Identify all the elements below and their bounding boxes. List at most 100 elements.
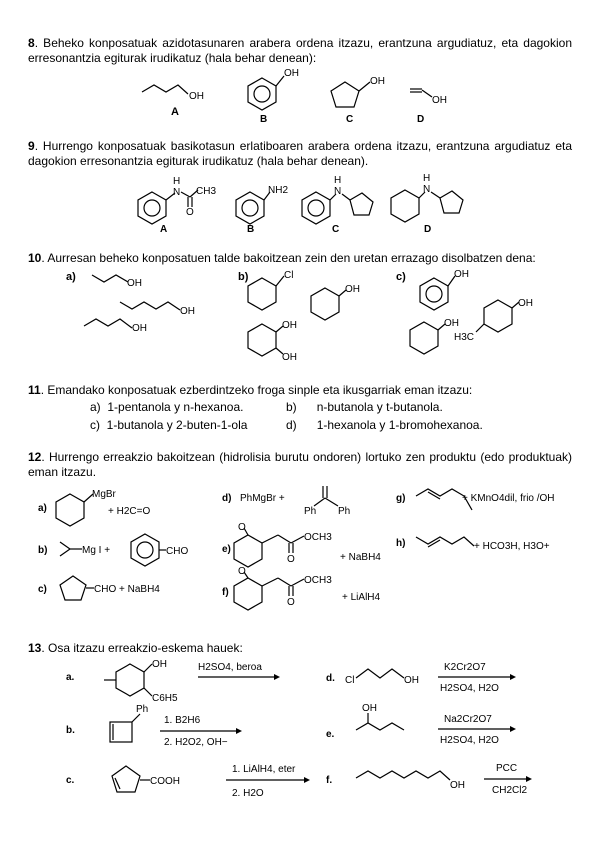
svg-text:N: N	[423, 184, 430, 195]
svg-text:K2Cr2O7: K2Cr2O7	[444, 662, 486, 673]
svg-text:e): e)	[222, 544, 231, 555]
svg-text:H2SO4, beroa: H2SO4, beroa	[198, 662, 262, 673]
svg-text:OCH3: OCH3	[304, 532, 332, 543]
svg-text:OH: OH	[444, 318, 459, 329]
question-9: 9. Hurrengo konposatuak basikotasun erla…	[28, 139, 572, 169]
oh-label: OH	[284, 68, 299, 79]
svg-text:H: H	[334, 175, 341, 186]
question-13-number: 13	[28, 641, 42, 655]
svg-text:+ H2C=O: + H2C=O	[108, 506, 150, 517]
svg-text:+ KMnO4dil, frio /OH: + KMnO4dil, frio /OH	[462, 493, 555, 504]
svg-text:CHO: CHO	[166, 546, 188, 557]
question-11: 11. Emandako konposatuak ezberdintzeko f…	[28, 383, 572, 398]
svg-text:C6H5: C6H5	[152, 693, 178, 704]
svg-text:NH2: NH2	[268, 185, 288, 196]
question-11-text: . Emandako konposatuak ezberdintzeko fro…	[40, 383, 473, 397]
svg-text:Mg I +: Mg I +	[82, 545, 110, 556]
svg-text:Ph: Ph	[338, 506, 350, 517]
structure-12c	[59, 575, 87, 601]
svg-text:Cl: Cl	[284, 270, 293, 281]
svg-text:d.: d.	[326, 673, 335, 684]
structure-10c-2	[483, 299, 513, 333]
label-8c: C	[346, 114, 353, 125]
svg-text:O: O	[287, 554, 295, 565]
question-10-text: . Aurresan beheko konposatuen talde bako…	[41, 251, 536, 265]
label-9c: C	[332, 224, 339, 235]
label-9a: A	[160, 224, 167, 235]
question-8-text: . Beheko konposatuak azidotasunaren arab…	[28, 36, 572, 65]
label-9b: B	[247, 224, 254, 235]
svg-text:Cl: Cl	[345, 675, 354, 686]
label-8d: D	[417, 114, 424, 125]
svg-text:OCH3: OCH3	[304, 575, 332, 586]
label-8a: A	[171, 106, 179, 118]
item-11a: a) 1-pentanola y n-hexanoa.	[90, 400, 244, 414]
svg-text:COOH: COOH	[150, 776, 180, 787]
svg-text:+ HCO3H, H3O+: + HCO3H, H3O+	[474, 541, 550, 552]
structure-13d	[355, 668, 405, 679]
structure-13c	[111, 765, 141, 793]
svg-text:OH: OH	[345, 284, 360, 295]
svg-text:c.: c.	[66, 775, 75, 786]
structure-10a-1	[91, 274, 129, 283]
structure-13a	[115, 663, 145, 697]
svg-text:1. LiAlH4, eter: 1. LiAlH4, eter	[232, 764, 296, 775]
structure-8c	[330, 81, 360, 108]
svg-text:b): b)	[238, 271, 249, 283]
svg-text:f.: f.	[326, 775, 332, 786]
svg-text:c): c)	[396, 271, 406, 283]
question-9-text: . Hurrengo konposatuak basikotasun erlat…	[28, 139, 572, 168]
structure-13f	[355, 770, 451, 781]
question-11-number: 11	[28, 383, 41, 397]
structure-12g	[415, 488, 473, 511]
svg-text:O: O	[287, 597, 295, 608]
item-11c: c) 1-butanola y 2-buten-1-ola	[90, 418, 248, 432]
label-8b: B	[260, 114, 267, 125]
svg-text:PCC: PCC	[496, 763, 517, 774]
svg-text:OH: OH	[180, 306, 195, 317]
aromatic-ring	[253, 85, 271, 103]
svg-text:h): h)	[396, 538, 405, 549]
svg-text:OH: OH	[362, 703, 377, 714]
svg-text:2. H2O: 2. H2O	[232, 788, 264, 799]
svg-text:b.: b.	[66, 725, 75, 736]
question-12-text: . Hurrengo erreakzio bakoitzean (hidroli…	[28, 450, 572, 479]
question-8-number: 8	[28, 36, 35, 50]
structure-13e	[355, 722, 405, 731]
svg-text:+ LiAlH4: + LiAlH4	[342, 592, 381, 603]
question-13: 13. Osa itzazu erreakzio-eskema hauek:	[28, 641, 572, 656]
svg-text:OH: OH	[127, 278, 142, 289]
svg-text:f): f)	[222, 587, 229, 598]
item-11d: d) 1-hexanola y 1-bromohexanoa.	[286, 418, 483, 432]
svg-text:a): a)	[66, 271, 76, 283]
label-9d: D	[424, 224, 431, 235]
svg-text:Na2Cr2O7: Na2Cr2O7	[444, 714, 492, 725]
svg-text:e.: e.	[326, 729, 335, 740]
svg-text:O: O	[238, 522, 246, 533]
svg-text:b): b)	[38, 545, 47, 556]
svg-text:H: H	[423, 173, 430, 184]
svg-text:OH: OH	[152, 659, 167, 670]
svg-text:2. H2O2, OH−: 2. H2O2, OH−	[164, 737, 228, 748]
svg-text:N: N	[334, 186, 341, 197]
svg-text:a.: a.	[66, 672, 75, 683]
svg-text:OH: OH	[454, 269, 469, 280]
question-12: 12. Hurrengo erreakzio bakoitzean (hidro…	[28, 450, 572, 480]
oh-label: OH	[189, 91, 204, 102]
svg-text:OH: OH	[404, 675, 419, 686]
svg-text:Ph: Ph	[304, 506, 316, 517]
svg-text:a): a)	[38, 503, 47, 514]
svg-text:N: N	[173, 187, 180, 198]
svg-text:OH: OH	[282, 320, 297, 331]
svg-text:PhMgBr +: PhMgBr +	[240, 493, 285, 504]
svg-text:H: H	[173, 176, 180, 187]
question-13-text: . Osa itzazu erreakzio-eskema hauek:	[41, 641, 243, 655]
question-12-number: 12	[28, 450, 42, 464]
svg-text:g): g)	[396, 493, 405, 504]
svg-text:Ph: Ph	[136, 704, 148, 715]
svg-text:d): d)	[222, 493, 231, 504]
